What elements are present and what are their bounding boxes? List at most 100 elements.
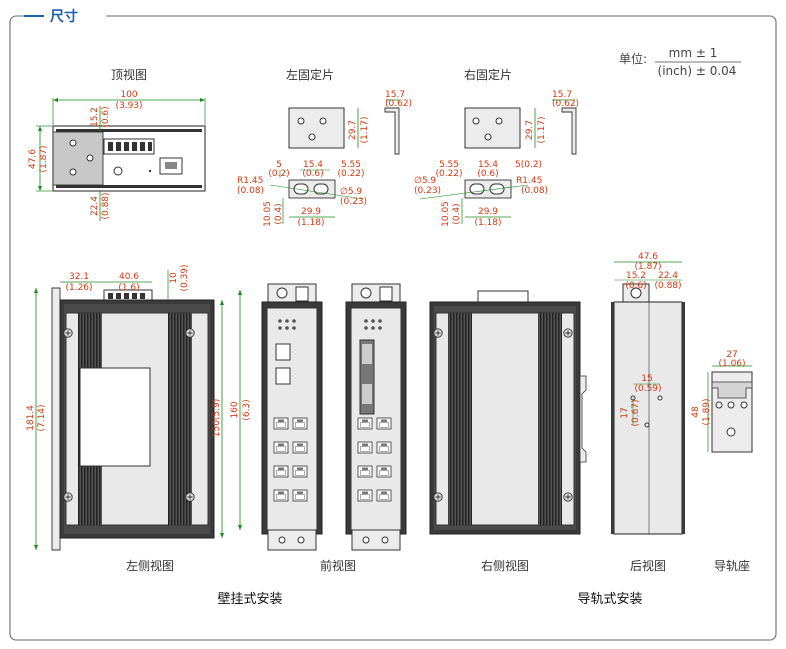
dim-lb-555: 5.55 [341,160,361,170]
dim-rv-224: 22.4 [658,271,678,281]
dim-rb-157-in: (0.62) [552,99,579,109]
top-ground-screw [113,166,123,176]
right-bracket-profile [561,107,577,155]
label-din-mount: 导轨式安装 [577,592,642,607]
dim-ls-10: 10 [169,272,179,284]
dim-lb-297: 29.7 [348,120,358,140]
section-title: 尺寸 [50,8,78,25]
dim-rs-48-in: (1.89) [702,398,712,425]
dim-rb-5: 5(0.2) [515,160,542,170]
right-bracket-plate [464,107,521,149]
dim-lb-157-in: (0.62) [385,99,412,109]
dim-ls-1814-in: (7.14) [37,404,47,431]
dim-rb-r: R1.45 [516,176,542,186]
dim-fr-160: 160 [230,401,240,418]
label-rail-seat: 导轨座 [714,558,750,573]
dim-lb-1005: 10.05 [263,201,273,227]
dim-rb-555-in: (0.22) [435,169,462,179]
dim-lb-r-in: (0.08) [237,186,264,196]
dim-rv-17: 17 [620,407,630,418]
rear-view: 47.6 (1.87) 15.2 (0.6) 22.4 (0.88) 15 (0… [611,252,685,535]
dim-lb-157: 15.7 [385,90,405,100]
dim-top-22-in: (0.88) [101,192,111,219]
units-label: 单位: [619,51,647,66]
dim-rb-157: 15.7 [552,90,572,100]
dim-ls-406-in: (1.6) [118,283,139,293]
left-bracket-profile [384,107,400,155]
dim-rb-154: 15.4 [478,160,498,170]
label-wall-mount: 壁挂式安装 [217,592,282,607]
dim-rs-27-in: (1.06) [718,359,745,369]
dim-lb-r: R1.45 [237,176,263,186]
right-side-din-clip [579,375,587,463]
dim-top-15: 15.2 [90,107,100,127]
dim-lb-297-in: (1.17) [360,116,370,143]
dim-ls-10-in: (0.39) [180,264,190,291]
dim-rb-1005-in: (0.4) [452,203,462,224]
top-view: 100 (3.93) 15.2 (0.6) 47.6 (1.87) 22.4 (… [28,90,206,221]
dim-rv-224-in: (0.88) [654,281,681,291]
dim-lb-299-in: (1.18) [297,218,324,228]
dim-rv-152-in: (0.6) [625,281,646,291]
dim-lb-154: 15.4 [303,160,323,170]
dim-rv-15: 15 [641,374,652,384]
dim-lb-d: ∅5.9 [340,187,362,197]
dim-rb-555: 5.55 [439,160,459,170]
dim-lb-555-in: (0.22) [337,169,364,179]
dim-rb-297: 29.7 [525,120,535,140]
dim-top-width: 100 [120,90,137,100]
front-view-a: 160 (6.3) [230,283,323,551]
dim-lb-d-in: (0.23) [340,197,367,207]
dim-rb-154-in: (0.6) [477,169,498,179]
left-bracket-plate [288,107,345,149]
dim-top-22: 22.4 [90,196,100,216]
dim-rv-476: 47.6 [638,252,658,262]
dim-lb-5-in: (0.2) [268,169,289,179]
dim-rb-r-in: (0.08) [521,186,548,196]
dim-lb-1005-in: (0.4) [274,203,284,224]
right-side-connector [477,290,529,303]
left-side-view: 32.1 (1.26) 40.6 (1.6) 10 (0.39) 181.4 (… [26,264,224,551]
dim-rb-1005: 10.05 [441,201,451,227]
left-bracket-view: 15.7 (0.62) 29.7 (1.17) 5 (0.2) 15.4 (0.… [237,90,412,228]
dim-fr-160-in: (6.3) [242,399,252,420]
label-front: 前视图 [320,558,356,573]
label-top-view: 顶视图 [111,67,147,82]
dim-lb-154-in: (0.6) [302,169,323,179]
dim-ls-321: 32.1 [69,272,89,282]
page-border [9,15,777,641]
dim-rb-297-in: (1.17) [537,116,547,143]
dim-rv-152: 15.2 [626,271,646,281]
dim-top-width-in: (3.93) [115,101,142,111]
dim-lb-299: 29.9 [301,207,321,217]
rear-body [613,301,683,535]
dim-rb-299: 29.9 [478,207,498,217]
front-view-b [345,283,407,551]
dim-rv-15-in: (0.59) [634,384,661,394]
label-rear: 后视图 [630,558,666,573]
dim-top-height: 47.6 [28,149,38,169]
units-inch: (inch) ± 0.04 [658,64,737,78]
dim-ls-406: 40.6 [119,272,139,282]
dim-top-height-in: (1.87) [39,145,49,172]
dim-rv-476-in: (1.87) [634,262,661,272]
dim-rs-48: 48 [691,406,701,418]
dim-rb-d: ∅5.9 [414,176,436,186]
front-a-sfp-1 [275,343,291,361]
dim-rs-27: 27 [726,350,737,360]
units-mm: mm ± 1 [669,46,718,60]
label-left-side: 左侧视图 [126,558,174,573]
dim-rv-17-in: (0.67) [631,399,641,426]
label-left-bracket: 左固定片 [286,67,334,82]
left-side-label [79,367,151,467]
label-right-side: 右侧视图 [481,558,529,573]
rail-seat-view: 27 (1.06) 48 (1.89) [691,350,753,453]
dim-ls-1814: 181.4 [26,405,36,431]
top-bracket [52,131,104,186]
dim-rb-d-in: (0.23) [414,186,441,196]
dim-ls-150: 150(5.9) [212,399,222,438]
label-right-bracket: 右固定片 [464,67,512,82]
right-bracket-view: 15.7 (0.62) 29.7 (1.17) 5.55 (0.22) 15.4… [414,90,579,228]
dim-ls-321-in: (1.26) [65,283,92,293]
front-a-sfp-2 [275,367,291,385]
